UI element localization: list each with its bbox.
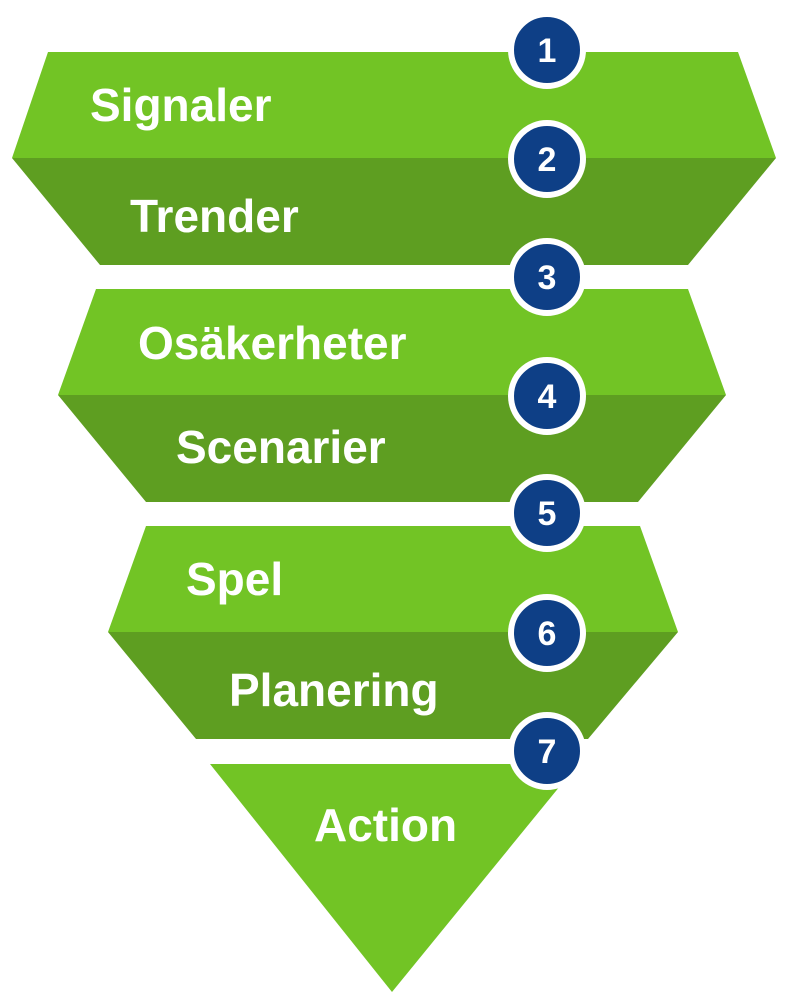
svg-text:7: 7 [538,733,557,771]
step-label-trender: Trender [130,190,299,242]
step-label-planering: Planering [229,664,439,716]
band-action [210,764,578,992]
step-badge-7: 7 [508,712,586,790]
step-badge-5: 5 [508,474,586,552]
step-badge-1: 1 [508,11,586,89]
band-signaler [12,52,776,158]
step-label-osakerheter: Osäkerheter [138,317,407,369]
svg-text:3: 3 [538,259,557,297]
step-label-scenarier: Scenarier [176,421,386,473]
step-badge-6: 6 [508,594,586,672]
svg-text:1: 1 [538,32,557,70]
step-badge-4: 4 [508,357,586,435]
svg-text:2: 2 [538,141,557,179]
svg-text:4: 4 [538,378,557,416]
band-trender [12,158,776,265]
svg-text:6: 6 [538,615,557,653]
funnel-tier-4 [210,764,578,992]
step-badge-2: 2 [508,120,586,198]
step-label-signaler: Signaler [90,79,272,131]
band-scenarier [58,395,726,502]
step-label-spel: Spel [186,553,283,605]
funnel-tier-1 [12,52,776,265]
svg-text:5: 5 [538,495,557,533]
step-badge-3: 3 [508,238,586,316]
step-label-action: Action [314,799,457,851]
